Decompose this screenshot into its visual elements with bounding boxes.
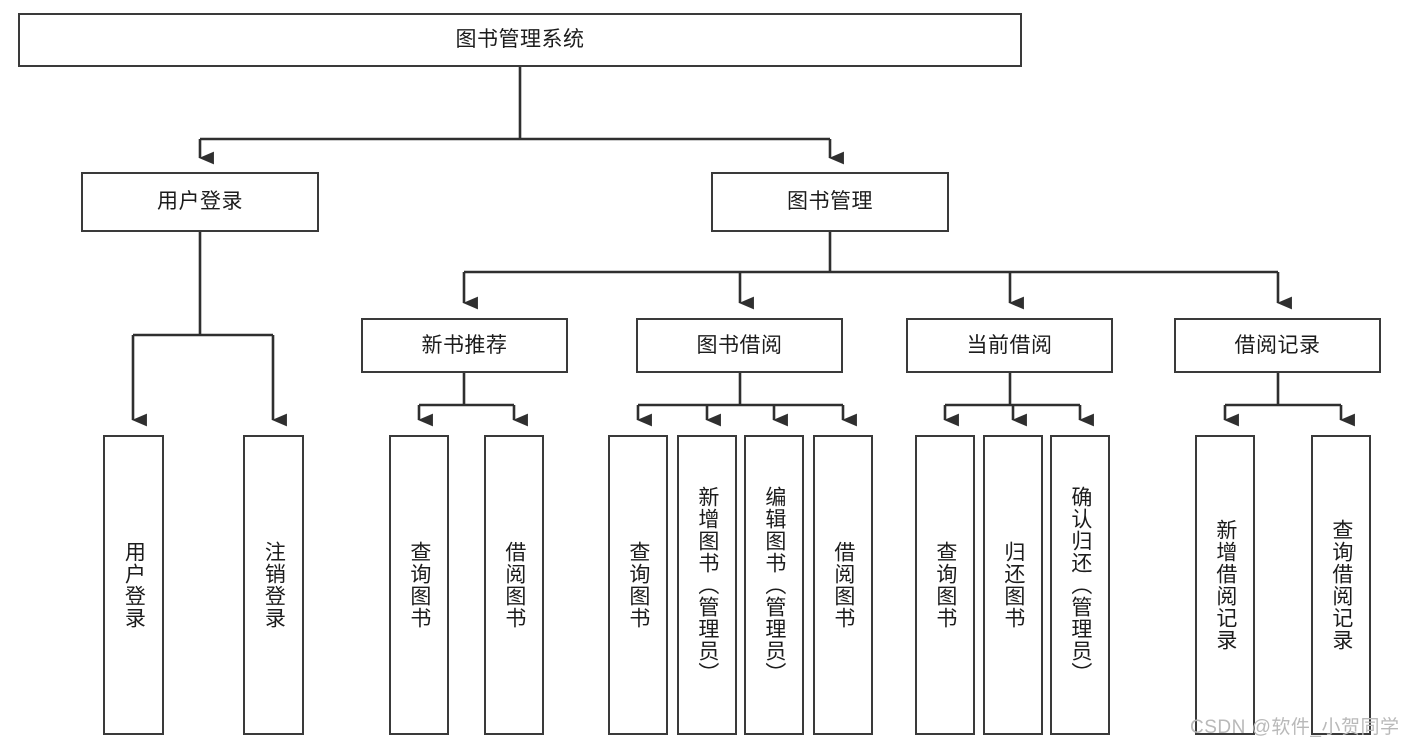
node-leaf-logout[interactable]: 注销登录 [243, 435, 304, 735]
node-borrow-record[interactable]: 借阅记录 [1174, 318, 1381, 373]
node-leaf-borrow-book-label: 借阅图书 [831, 541, 855, 629]
node-leaf-add-borrow-record[interactable]: 新增借阅记录 [1195, 435, 1255, 735]
node-root-label: 图书管理系统 [455, 28, 585, 52]
node-current-borrow-label: 当前借阅 [966, 333, 1053, 357]
node-new-book-recommend[interactable]: 新书推荐 [361, 318, 568, 373]
node-book-management-label: 图书管理 [787, 190, 873, 214]
node-leaf-query-book-recommend[interactable]: 查询图书 [389, 435, 449, 735]
node-new-book-recommend-label: 新书推荐 [421, 333, 508, 357]
node-leaf-query-book-borrow[interactable]: 查询图书 [608, 435, 668, 735]
node-leaf-add-book-admin-label: 新增图书（管理员） [695, 486, 719, 684]
node-book-borrow[interactable]: 图书借阅 [636, 318, 843, 373]
node-leaf-query-book-current[interactable]: 查询图书 [915, 435, 975, 735]
node-leaf-query-book-current-label: 查询图书 [933, 541, 957, 629]
node-root[interactable]: 图书管理系统 [18, 13, 1022, 67]
node-user-login[interactable]: 用户登录 [81, 172, 319, 232]
node-book-management[interactable]: 图书管理 [711, 172, 949, 232]
node-current-borrow[interactable]: 当前借阅 [906, 318, 1113, 373]
node-leaf-add-borrow-record-label: 新增借阅记录 [1213, 519, 1237, 651]
node-leaf-return-book[interactable]: 归还图书 [983, 435, 1043, 735]
node-leaf-add-book-admin[interactable]: 新增图书（管理员） [677, 435, 737, 735]
node-leaf-query-borrow-record[interactable]: 查询借阅记录 [1311, 435, 1371, 735]
node-leaf-borrow-book-recommend-label: 借阅图书 [502, 541, 526, 629]
node-leaf-query-book-recommend-label: 查询图书 [407, 541, 431, 629]
node-leaf-user-login[interactable]: 用户登录 [103, 435, 164, 735]
node-borrow-record-label: 借阅记录 [1234, 333, 1321, 357]
node-leaf-confirm-return-admin[interactable]: 确认归还（管理员） [1050, 435, 1110, 735]
node-leaf-user-login-label: 用户登录 [122, 541, 146, 629]
node-leaf-confirm-return-admin-label: 确认归还（管理员） [1068, 486, 1092, 684]
node-leaf-query-book-borrow-label: 查询图书 [626, 541, 650, 629]
node-leaf-return-book-label: 归还图书 [1001, 541, 1025, 629]
node-leaf-edit-book-admin-label: 编辑图书（管理员） [762, 486, 786, 684]
node-leaf-borrow-book[interactable]: 借阅图书 [813, 435, 873, 735]
node-leaf-borrow-book-recommend[interactable]: 借阅图书 [484, 435, 544, 735]
node-book-borrow-label: 图书借阅 [696, 333, 783, 357]
node-leaf-logout-label: 注销登录 [262, 541, 286, 629]
watermark-text: CSDN @软件_小贺同学 [1190, 717, 1400, 738]
node-leaf-edit-book-admin[interactable]: 编辑图书（管理员） [744, 435, 804, 735]
node-leaf-query-borrow-record-label: 查询借阅记录 [1329, 519, 1353, 651]
node-user-login-label: 用户登录 [157, 190, 243, 214]
